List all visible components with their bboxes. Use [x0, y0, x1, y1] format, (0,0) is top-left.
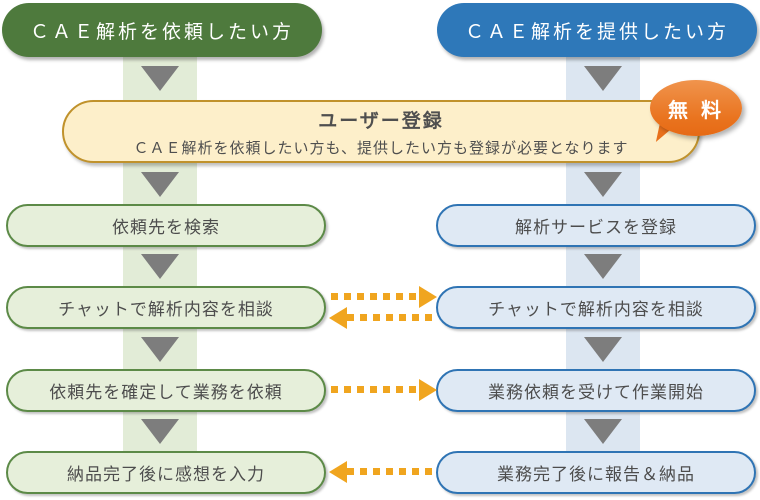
right-step-deliver: 業務完了後に報告＆納品	[436, 451, 756, 494]
down-arrow-icon	[141, 172, 179, 197]
left-step-label: チャットで解析内容を相談	[58, 300, 274, 320]
right-step-chat: チャットで解析内容を相談	[436, 286, 756, 329]
right-step-label: 業務完了後に報告＆納品	[497, 465, 695, 485]
right-header-label: ＣＡＥ解析を提供したい方	[464, 20, 729, 43]
arrowhead-right-icon	[419, 379, 437, 401]
left-header-pill: ＣＡＥ解析を依頼したい方	[2, 3, 322, 57]
free-badge: 無 料	[650, 80, 742, 136]
left-step-search: 依頼先を検索	[6, 204, 326, 247]
free-badge-label: 無 料	[668, 97, 724, 122]
down-arrow-icon	[141, 254, 179, 279]
right-step-label: 解析サービスを登録	[515, 218, 677, 238]
dotted-arrow-left-icon	[347, 468, 435, 475]
right-step-register-service: 解析サービスを登録	[436, 204, 756, 247]
left-step-chat: チャットで解析内容を相談	[6, 286, 326, 329]
dotted-arrow-right-icon	[331, 386, 419, 393]
down-arrow-icon	[141, 337, 179, 362]
arrowhead-left-icon	[329, 307, 347, 329]
left-step-label: 納品完了後に感想を入力	[67, 465, 265, 485]
down-arrow-icon	[141, 66, 179, 91]
arrowhead-right-icon	[419, 286, 437, 308]
right-step-label: チャットで解析内容を相談	[488, 300, 704, 320]
left-step-label: 依頼先を確定して業務を依頼	[49, 383, 283, 403]
registration-title: ユーザー登録	[318, 109, 444, 132]
down-arrow-icon	[584, 172, 622, 197]
arrowhead-left-icon	[329, 461, 347, 483]
down-arrow-icon	[584, 419, 622, 444]
left-step-label: 依頼先を検索	[112, 218, 220, 238]
left-step-feedback: 納品完了後に感想を入力	[6, 451, 326, 494]
left-step-order: 依頼先を確定して業務を依頼	[6, 369, 326, 412]
down-arrow-icon	[584, 337, 622, 362]
right-step-start-work: 業務依頼を受けて作業開始	[436, 369, 756, 412]
right-step-label: 業務依頼を受けて作業開始	[488, 383, 704, 403]
right-header-pill: ＣＡＥ解析を提供したい方	[437, 3, 757, 57]
left-header-label: ＣＡＥ解析を依頼したい方	[29, 20, 294, 43]
down-arrow-icon	[141, 419, 179, 444]
registration-description: ＣＡＥ解析を依頼したい方も、提供したい方も登録が必要となります	[133, 138, 629, 157]
dotted-arrow-right-icon	[331, 293, 419, 300]
dotted-arrow-left-icon	[347, 314, 435, 321]
registration-box: ユーザー登録 ＣＡＥ解析を依頼したい方も、提供したい方も登録が必要となります	[62, 100, 700, 163]
down-arrow-icon	[584, 254, 622, 279]
down-arrow-icon	[584, 66, 622, 91]
